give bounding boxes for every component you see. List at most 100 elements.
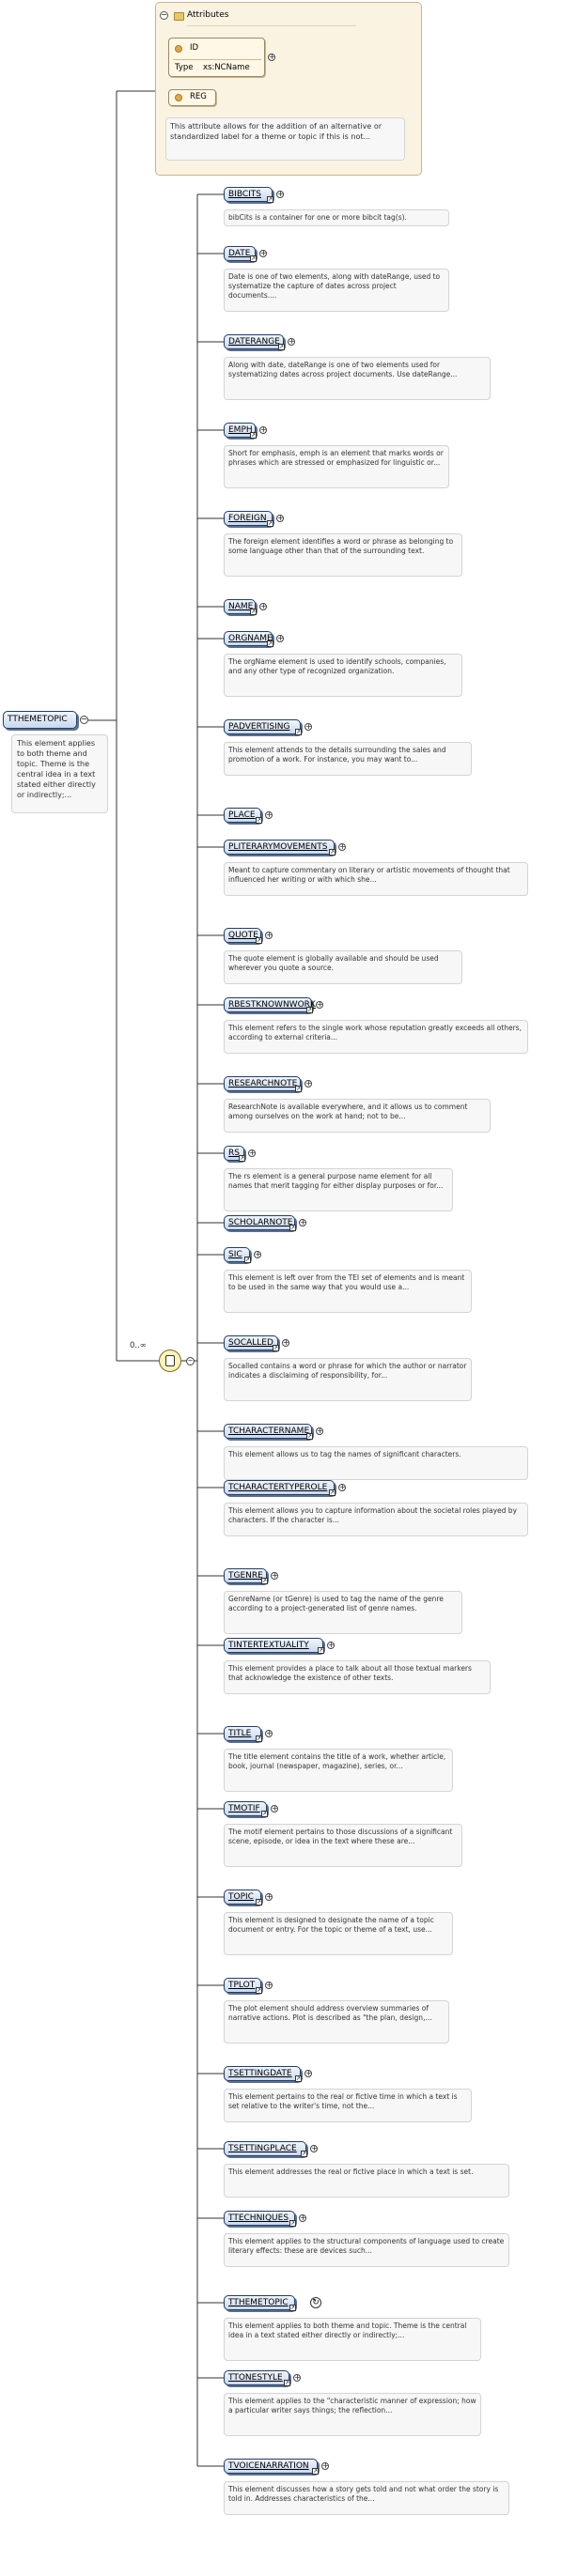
- element-emph-doc: Short for emphasis, emph is an element t…: [224, 445, 449, 488]
- element-name: SCHOLARNOTE: [228, 1218, 293, 1227]
- expand-id-icon[interactable]: +: [268, 53, 275, 61]
- element-name: TPLOT: [228, 1981, 256, 1990]
- element-scholarnote[interactable]: SCHOLARNOTE: [224, 1215, 295, 1230]
- expand-tsettingplace-icon[interactable]: +: [310, 2144, 318, 2152]
- reference-arrow-icon: ↗: [239, 1155, 245, 1162]
- expand-tsettingdate-icon[interactable]: +: [304, 2069, 312, 2077]
- root-element-tthemetopic[interactable]: TTHEMETOPIC: [3, 711, 77, 729]
- element-date-doc: Date is one of two elements, along with …: [224, 269, 449, 312]
- element-quote[interactable]: QUOTE: [224, 928, 261, 943]
- expand-daterange-icon[interactable]: +: [288, 337, 295, 346]
- attribute-id-name: ID: [190, 43, 199, 53]
- expand-tvoicenarration-icon[interactable]: +: [321, 2461, 329, 2470]
- expand-orgname-icon[interactable]: +: [276, 634, 284, 642]
- expand-rs-icon[interactable]: +: [248, 1149, 256, 1157]
- element-ttechniques[interactable]: TTECHNIQUES: [224, 2211, 295, 2226]
- attribute-id[interactable]: ID Type xs:NCName: [168, 38, 265, 77]
- expand-emph-icon[interactable]: +: [259, 425, 267, 434]
- element-tmotif[interactable]: TMOTIF: [224, 1801, 267, 1816]
- expand-socalled-icon[interactable]: +: [282, 1338, 289, 1347]
- element-sic[interactable]: SIC: [224, 1247, 250, 1262]
- element-orgname[interactable]: ORGNAME: [224, 631, 273, 646]
- element-bibcits[interactable]: BIBCITS: [224, 187, 273, 202]
- element-place[interactable]: PLACE: [224, 808, 261, 823]
- element-tplot[interactable]: TPLOT: [224, 1978, 261, 1993]
- expand-scholarnote-icon[interactable]: +: [299, 1218, 306, 1226]
- reference-arrow-icon: ↗: [267, 640, 273, 647]
- reference-arrow-icon: ↗: [256, 1735, 262, 1742]
- element-tplot-doc: The plot element should address overview…: [224, 2000, 449, 2044]
- expand-date-icon[interactable]: +: [259, 249, 267, 257]
- element-name: DATERANGE: [228, 337, 280, 347]
- expand-ttonestyle-icon[interactable]: +: [293, 2373, 301, 2382]
- root-element-name: TTHEMETOPIC: [8, 715, 68, 724]
- expand-bibcits-icon[interactable]: +: [276, 190, 284, 198]
- element-researchnote[interactable]: RESEARCHNOTE: [224, 1076, 301, 1091]
- collapse-root-icon[interactable]: −: [80, 715, 88, 724]
- element-pliterarymovements[interactable]: PLITERARYMOVEMENTS: [224, 840, 335, 855]
- expand-topic-icon[interactable]: +: [265, 1892, 273, 1901]
- element-name: ORGNAME: [228, 634, 273, 643]
- expand-pliterarymovements-icon[interactable]: +: [338, 842, 346, 851]
- expand-tcharactertyperole-icon[interactable]: +: [338, 1483, 346, 1491]
- element-name: TTHEMETOPIC: [228, 2298, 289, 2307]
- attribute-reg[interactable]: REG: [168, 89, 216, 106]
- element-tvoicenarration[interactable]: TVOICENARRATION: [224, 2459, 318, 2474]
- expand-tgenre-icon[interactable]: +: [271, 1571, 278, 1580]
- element-ttonestyle[interactable]: TTONESTYLE: [224, 2370, 289, 2385]
- expand-foreign-icon[interactable]: +: [276, 514, 284, 522]
- expand-ttechniques-icon[interactable]: +: [299, 2214, 306, 2222]
- reference-arrow-icon: ↗: [256, 1987, 262, 1994]
- element-researchnote-doc: ResearchNote is available everywhere, an…: [224, 1099, 491, 1133]
- element-sic-doc: This element is left over from the TEI s…: [224, 1270, 472, 1313]
- element-name: TSETTINGDATE: [228, 2069, 292, 2078]
- element-tgenre-doc: GenreName (or tGenre) is used to tag the…: [224, 1591, 462, 1634]
- element-name: PADVERTISING: [228, 722, 290, 732]
- element-name: RESEARCHNOTE: [228, 1079, 298, 1088]
- element-topic[interactable]: TOPIC: [224, 1890, 261, 1905]
- recursion-icon[interactable]: ↻: [310, 2297, 321, 2308]
- expand-quote-icon[interactable]: +: [265, 931, 273, 939]
- element-tcharactername[interactable]: TCHARACTERNAME: [224, 1424, 312, 1439]
- element-tthemetopic[interactable]: TTHEMETOPIC: [224, 2295, 295, 2310]
- element-foreign[interactable]: FOREIGN: [224, 511, 273, 526]
- element-tsettingdate[interactable]: TSETTINGDATE: [224, 2066, 301, 2081]
- element-name: SOCALLED: [228, 1338, 273, 1348]
- collapse-choice-icon[interactable]: −: [186, 1357, 195, 1365]
- element-tcharactertyperole[interactable]: TCHARACTERTYPEROLE: [224, 1480, 335, 1495]
- element-tvoicenarration-doc: This element discusses how a story gets …: [224, 2481, 509, 2515]
- element-tintertextuality[interactable]: TINTERTEXTUALITY: [224, 1638, 323, 1653]
- element-title[interactable]: TITLE: [224, 1726, 261, 1741]
- element-name: FOREIGN: [228, 514, 267, 523]
- choice-compositor-icon[interactable]: [159, 1350, 181, 1372]
- attributes-folder-icon: [174, 12, 184, 21]
- expand-tmotif-icon[interactable]: +: [271, 1804, 278, 1812]
- element-name: RS: [228, 1149, 240, 1158]
- expand-tintertextuality-icon[interactable]: +: [327, 1641, 335, 1649]
- element-padvertising[interactable]: PADVERTISING: [224, 719, 301, 734]
- element-emph[interactable]: EMPH: [224, 423, 256, 438]
- expand-place-icon[interactable]: +: [265, 810, 273, 819]
- element-rbestknownwork[interactable]: RBESTKNOWNWORK: [224, 997, 316, 1012]
- element-daterange[interactable]: DATERANGE: [224, 334, 284, 349]
- element-tthemetopic-doc: This element applies to both theme and t…: [224, 2318, 481, 2361]
- element-name: EMPH: [228, 425, 253, 435]
- element-socalled[interactable]: SOCALLED: [224, 1335, 278, 1350]
- element-name: TTECHNIQUES: [228, 2214, 289, 2223]
- expand-tplot-icon[interactable]: +: [265, 1981, 273, 1989]
- element-tgenre[interactable]: TGENRE: [224, 1568, 267, 1583]
- collapse-attributes-icon[interactable]: −: [160, 10, 168, 20]
- element-date[interactable]: DATE: [224, 246, 256, 261]
- expand-researchnote-icon[interactable]: +: [304, 1079, 312, 1087]
- expand-name-icon[interactable]: +: [259, 602, 267, 610]
- element-name[interactable]: NAME: [224, 599, 256, 614]
- expand-rbestknownwork-icon[interactable]: +: [316, 1000, 323, 1009]
- expand-sic-icon[interactable]: +: [254, 1250, 261, 1258]
- attributes-title: Attributes: [187, 10, 229, 20]
- expand-title-icon[interactable]: +: [265, 1729, 273, 1737]
- element-tcharactername-doc: This element allows us to tag the names …: [224, 1446, 528, 1480]
- element-tsettingplace[interactable]: TSETTINGPLACE: [224, 2141, 306, 2156]
- expand-padvertising-icon[interactable]: +: [304, 722, 312, 731]
- expand-tcharactername-icon[interactable]: +: [316, 1427, 323, 1435]
- reference-arrow-icon: ↗: [295, 729, 302, 735]
